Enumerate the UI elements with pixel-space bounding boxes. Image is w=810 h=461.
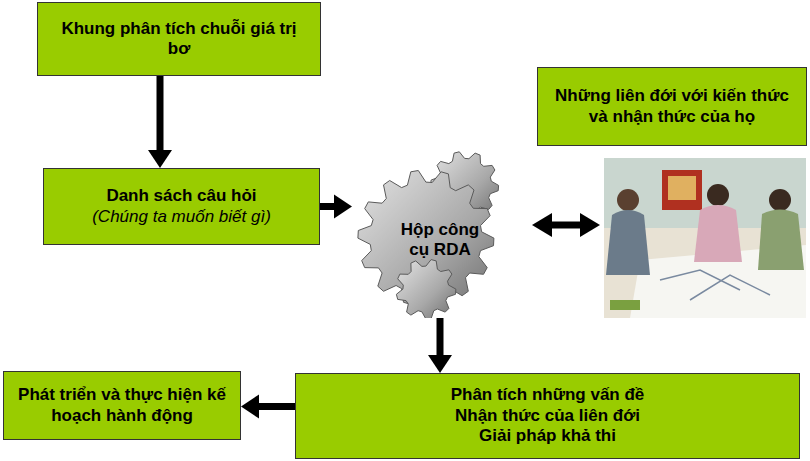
flow-arrow xyxy=(428,318,452,373)
process-box: Phân tích những vấn đềNhận thức của liên… xyxy=(295,373,800,459)
node-label: Danh sách câu hỏi xyxy=(106,186,256,206)
node-label: Phát triển và thực hiện kế hoạch hành độ… xyxy=(14,385,230,426)
node-sublabel: Nhận thức của liên đới xyxy=(455,406,640,426)
node-label: Phân tích những vấn đề xyxy=(451,385,645,405)
gear-toolbox: Hộp công cụ RDA xyxy=(352,148,528,318)
process-box: Những liên đới với kiến thức và nhận thứ… xyxy=(537,67,807,146)
node-label: Những liên đới với kiến thức và nhận thứ… xyxy=(548,86,796,127)
flow-arrow xyxy=(148,76,172,168)
node-sublabel: (Chúng ta muốn biết gì) xyxy=(92,207,271,227)
flow-arrow xyxy=(320,195,352,219)
process-box: Khung phân tích chuỗi giá trị bơ xyxy=(37,2,321,76)
node-label: Khung phân tích chuỗi giá trị bơ xyxy=(48,19,310,60)
flow-arrow xyxy=(241,395,295,419)
process-box: Phát triển và thực hiện kế hoạch hành độ… xyxy=(3,371,241,440)
process-box: Danh sách câu hỏi(Chúng ta muốn biết gì) xyxy=(43,168,320,245)
node-label: Hộp công cụ RDA xyxy=(392,220,488,261)
node-sublabel: Giải pháp khả thi xyxy=(479,426,616,446)
